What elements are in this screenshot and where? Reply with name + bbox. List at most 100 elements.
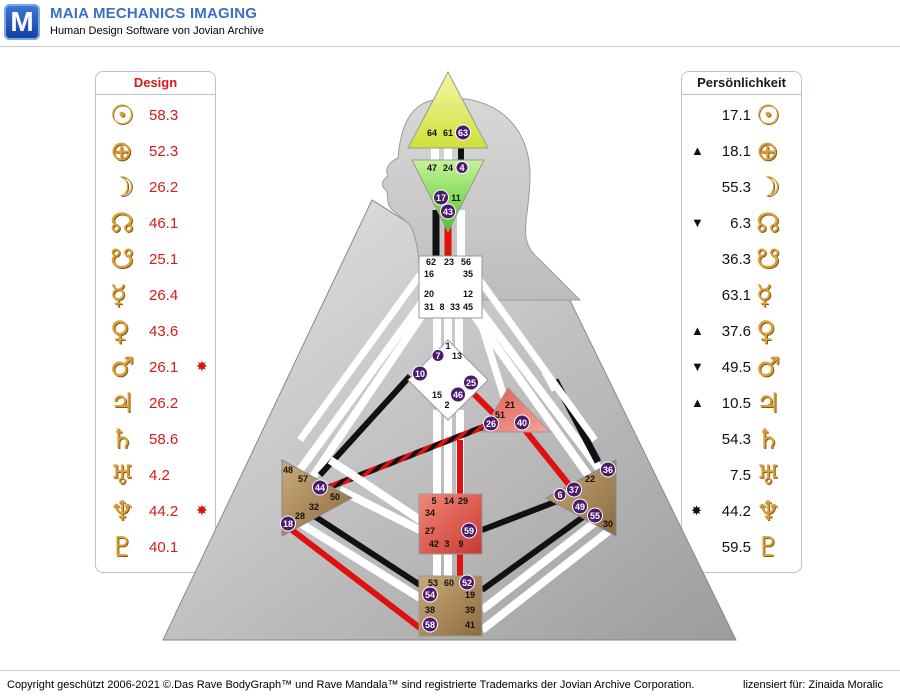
- gate-7-label: 7: [435, 351, 440, 361]
- design-mark-icon: ✸: [196, 502, 208, 518]
- personality-value: 17.1: [721, 107, 751, 124]
- gate-26-marker: [483, 415, 499, 432]
- gate-63-label: 63: [458, 128, 468, 138]
- gate-7-marker: [431, 349, 445, 362]
- earth-icon: ⊕: [110, 136, 133, 167]
- gate-22-label: 22: [585, 474, 595, 484]
- gate-1-label: 1: [445, 341, 450, 351]
- gate-43-label: 43: [443, 207, 453, 217]
- personality-value: 49.5: [721, 359, 751, 376]
- gate-34-label: 34: [425, 508, 435, 518]
- license-text: lizensiert für: Zinaida Moralic: [743, 679, 883, 691]
- venus-icon: ♀: [756, 316, 776, 347]
- personality-value: 44.2: [721, 503, 751, 520]
- design-value: 43.6: [149, 323, 179, 340]
- personality-row: ♃10.5▲: [682, 386, 801, 422]
- gate-23-label: 23: [444, 257, 454, 267]
- personality-row: ☊ 6.3 ▼: [682, 206, 801, 242]
- gate-58-label: 58: [425, 620, 435, 630]
- gate-58-marker: [422, 616, 438, 633]
- copyright-text: Copyright geschützt 2006-2021 ©.Das Rave…: [7, 679, 695, 691]
- personality-mark-icon: ▼: [691, 215, 704, 230]
- personality-value: 6.3: [730, 215, 751, 232]
- gate-21-label: 21: [505, 400, 515, 410]
- gate-20-label: 20: [424, 289, 434, 299]
- neptune-icon: ♆: [110, 496, 135, 527]
- gate-8-label: 8: [439, 302, 444, 312]
- gate-25-marker: [463, 374, 479, 391]
- personality-value: 10.5: [721, 395, 751, 412]
- gate-42-label: 42: [429, 539, 439, 549]
- personality-row: ♆44.2✸: [682, 494, 801, 530]
- design-value: 58.3: [149, 107, 179, 124]
- gate-53-label: 53: [428, 578, 438, 588]
- uranus-icon: ♅: [756, 460, 781, 491]
- design-value: 52.3: [149, 143, 179, 160]
- personality-value: 59.5: [721, 539, 751, 556]
- gate-64-label: 64: [427, 128, 437, 138]
- design-value: 25.1: [149, 251, 179, 268]
- personality-mark-icon: ✸: [691, 503, 702, 518]
- gate-33-label: 33: [450, 302, 460, 312]
- design-panel-title: Design: [96, 72, 215, 95]
- design-row: ☋25.1: [96, 242, 215, 278]
- north-node-icon: ☊: [110, 208, 134, 239]
- app-title: MAIA MECHANICS IMAGING: [50, 5, 258, 22]
- sun-icon: ☉: [110, 100, 135, 131]
- moon-icon: ☽: [756, 172, 781, 203]
- gate-40-label: 40: [517, 418, 527, 428]
- design-row: ♂26.1✸: [96, 350, 215, 386]
- gate-49-label: 49: [575, 502, 585, 512]
- mercury-icon: ☿: [756, 280, 773, 311]
- jupiter-icon: ♃: [110, 388, 135, 419]
- design-row: ♃ 26.2: [96, 386, 215, 422]
- gate-41-label: 41: [465, 620, 475, 630]
- gate-44-label: 44: [315, 483, 325, 493]
- pluto-icon: ♇: [110, 532, 135, 563]
- mars-icon: ♂: [756, 352, 781, 383]
- saturn-icon: ♄: [110, 424, 135, 455]
- design-row: ☿26.4: [96, 278, 215, 314]
- gate-54-marker: [422, 586, 438, 603]
- personality-value: 37.6: [721, 323, 751, 340]
- personality-row: ♄54.3: [682, 422, 801, 458]
- gate-37-label: 37: [569, 485, 579, 495]
- personality-panel-title: Persönlichkeit: [682, 72, 801, 95]
- design-row: ♇40.1: [96, 530, 215, 566]
- personality-mark-icon: ▲: [691, 323, 704, 338]
- personality-panel: Persönlichkeit ☉17.1⊕18.1▲☽55.3☊6.3▼☋36.…: [681, 71, 802, 573]
- app-subtitle: Human Design Software von Jovian Archive: [50, 25, 264, 37]
- design-row: ♆44.2✸: [96, 494, 215, 530]
- personality-value: 36.3: [721, 251, 751, 268]
- gate-57-label: 57: [298, 474, 308, 484]
- gate-51-label: 51: [495, 410, 505, 420]
- gate-48-label: 48: [283, 465, 293, 475]
- design-value: 26.2: [149, 395, 179, 412]
- gate-13-label: 13: [452, 351, 462, 361]
- gate-54-label: 54: [425, 590, 435, 600]
- gate-24-label: 24: [443, 163, 453, 173]
- mercury-icon: ☿: [110, 280, 127, 311]
- gate-52-label: 52: [462, 578, 472, 588]
- design-panel: Design ☉58.3⊕52.3☽26.2☊46.1☋25.1☿26.4♀43…: [95, 71, 216, 573]
- north-node-icon: ☊: [756, 208, 780, 239]
- design-row: ♀43.6: [96, 314, 215, 350]
- gate-52-marker: [459, 574, 475, 591]
- design-row: ⊕ 52.3: [96, 134, 215, 170]
- uranus-icon: ♅: [110, 460, 135, 491]
- earth-icon: ⊕: [756, 136, 779, 167]
- personality-row: ♀ 37.6 ▲: [682, 314, 801, 350]
- gate-35-label: 35: [463, 269, 473, 279]
- gate-6-label: 6: [557, 490, 562, 500]
- spleen-center: [281, 459, 354, 537]
- personality-row: ♇59.5: [682, 530, 801, 566]
- gate-63-marker: [455, 124, 471, 141]
- gate-55-label: 55: [590, 511, 600, 521]
- gate-29-label: 29: [458, 496, 468, 506]
- gate-50-label: 50: [330, 492, 340, 502]
- design-row: ☽26.2: [96, 170, 215, 206]
- gate-49-marker: [572, 498, 588, 515]
- design-row: ☉ 58.3: [96, 98, 215, 134]
- gate-10-marker: [412, 365, 428, 382]
